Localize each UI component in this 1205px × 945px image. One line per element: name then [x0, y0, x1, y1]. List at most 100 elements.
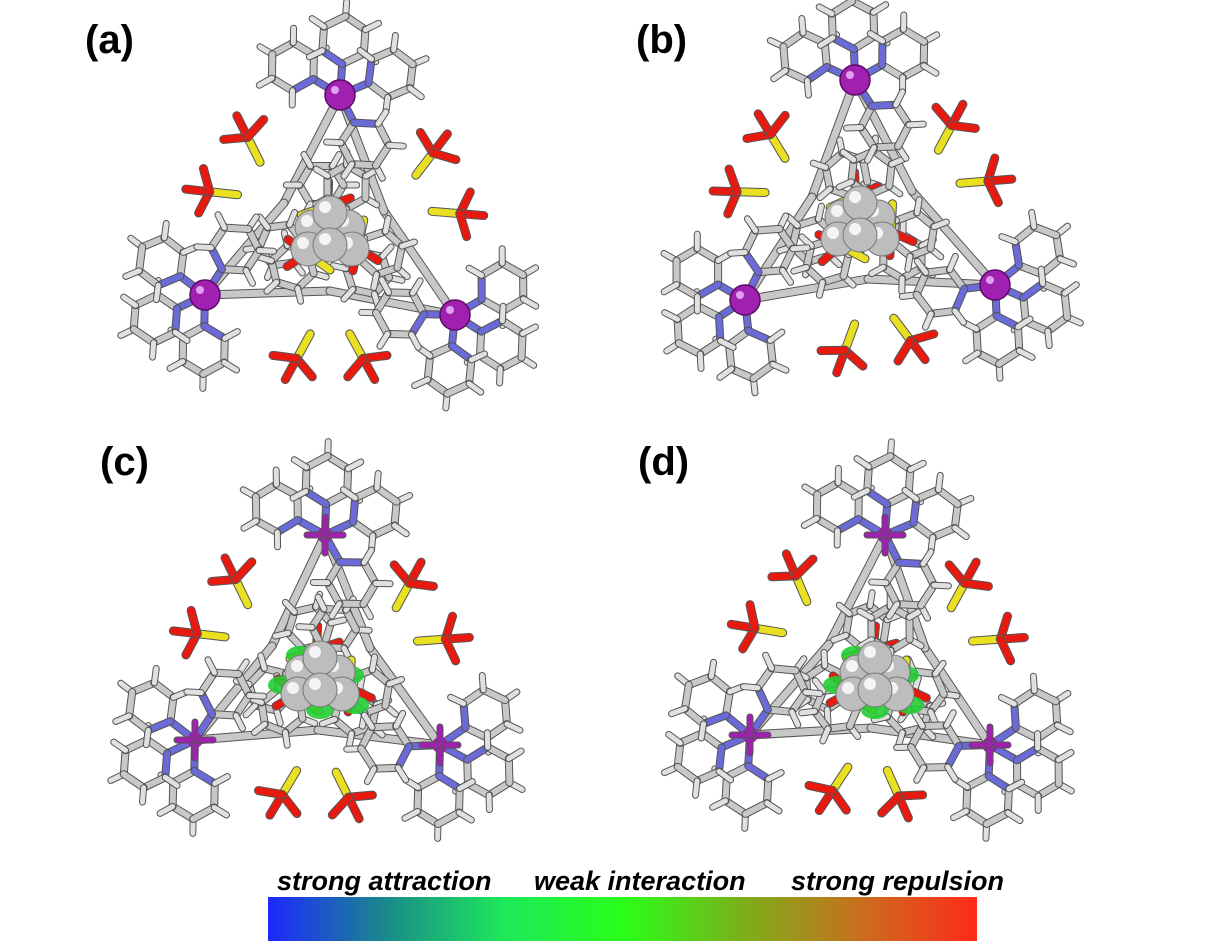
bond	[324, 139, 344, 146]
bond	[346, 330, 367, 362]
bond	[497, 366, 503, 386]
bond	[692, 778, 700, 798]
bond	[801, 515, 820, 528]
bond	[357, 47, 375, 62]
bond	[821, 649, 828, 669]
bond	[1030, 223, 1060, 239]
bond	[831, 632, 849, 643]
bond	[301, 152, 314, 169]
bond	[113, 713, 132, 724]
bond	[851, 488, 870, 500]
guest-atom-highlight	[831, 205, 843, 217]
bond	[770, 361, 789, 373]
bond	[934, 121, 956, 154]
bond	[187, 606, 201, 638]
bond	[895, 121, 912, 150]
bond	[441, 635, 460, 665]
bond	[199, 165, 214, 196]
bond	[255, 787, 286, 799]
bond	[956, 177, 992, 187]
bond	[499, 303, 506, 324]
guest-atom-highlight	[297, 237, 309, 249]
bond	[392, 523, 409, 537]
bond	[456, 810, 474, 823]
bond	[363, 20, 381, 33]
bond	[996, 635, 1015, 665]
bond	[666, 731, 683, 746]
bond	[917, 582, 938, 609]
bond	[393, 710, 406, 729]
panel-label-d: (d)	[638, 440, 690, 484]
bond	[412, 149, 437, 179]
bond	[751, 624, 787, 637]
bond	[402, 808, 421, 821]
bond	[927, 223, 938, 252]
bond	[221, 335, 228, 366]
bond	[662, 310, 681, 322]
bond	[456, 210, 471, 241]
guest-atom-highlight	[287, 682, 299, 694]
bond	[893, 89, 905, 108]
bond	[345, 459, 364, 472]
guest-atom	[842, 217, 878, 253]
bond	[746, 601, 759, 632]
bond	[768, 665, 799, 674]
bond	[867, 590, 875, 609]
bond	[804, 78, 811, 98]
bond	[717, 366, 734, 380]
bond	[341, 161, 355, 179]
bond	[869, 264, 886, 277]
bond	[126, 689, 136, 719]
bond	[816, 279, 825, 298]
metal-atom	[839, 64, 871, 96]
bond	[205, 657, 217, 676]
bond	[675, 340, 704, 358]
bond	[241, 518, 259, 531]
bond	[290, 488, 309, 501]
colorbar-label-weak: weak interaction	[534, 866, 746, 896]
bond	[211, 780, 218, 811]
bond	[167, 358, 186, 371]
guest-atom	[842, 185, 878, 221]
bond	[215, 212, 227, 231]
bond	[386, 142, 406, 149]
bond	[518, 330, 526, 361]
bond	[1004, 785, 1012, 816]
bond	[908, 187, 999, 289]
bond	[889, 156, 907, 167]
bond	[818, 35, 836, 48]
bond	[912, 711, 925, 729]
guest-atom-highlight	[864, 678, 876, 690]
metal-highlight	[331, 86, 339, 94]
metal-atom	[979, 269, 1011, 301]
bond	[948, 121, 979, 132]
molecular-structures	[107, 0, 1084, 842]
bond	[857, 637, 875, 649]
bond	[1016, 348, 1035, 360]
guest-atom-highlight	[309, 646, 321, 658]
molecule-panel-b	[660, 0, 1084, 397]
bond	[457, 779, 475, 792]
molecule-panel-a	[117, 0, 540, 412]
bond	[340, 487, 358, 501]
bond	[661, 282, 680, 295]
bond	[878, 792, 903, 817]
bond	[750, 361, 776, 382]
bond	[935, 486, 961, 508]
colorbar-label-repulsion: strong repulsion	[791, 866, 1005, 896]
bond	[256, 75, 275, 88]
bond	[865, 453, 894, 470]
bond	[162, 750, 171, 781]
bond	[669, 706, 688, 717]
bond	[257, 214, 271, 230]
bond	[373, 309, 391, 337]
bond	[740, 684, 761, 691]
bond	[361, 712, 375, 730]
bond	[149, 340, 157, 360]
bond	[319, 716, 338, 727]
bond	[900, 26, 928, 45]
bond	[200, 359, 228, 377]
bond	[913, 291, 935, 317]
bond	[466, 265, 485, 278]
bond	[894, 337, 915, 365]
